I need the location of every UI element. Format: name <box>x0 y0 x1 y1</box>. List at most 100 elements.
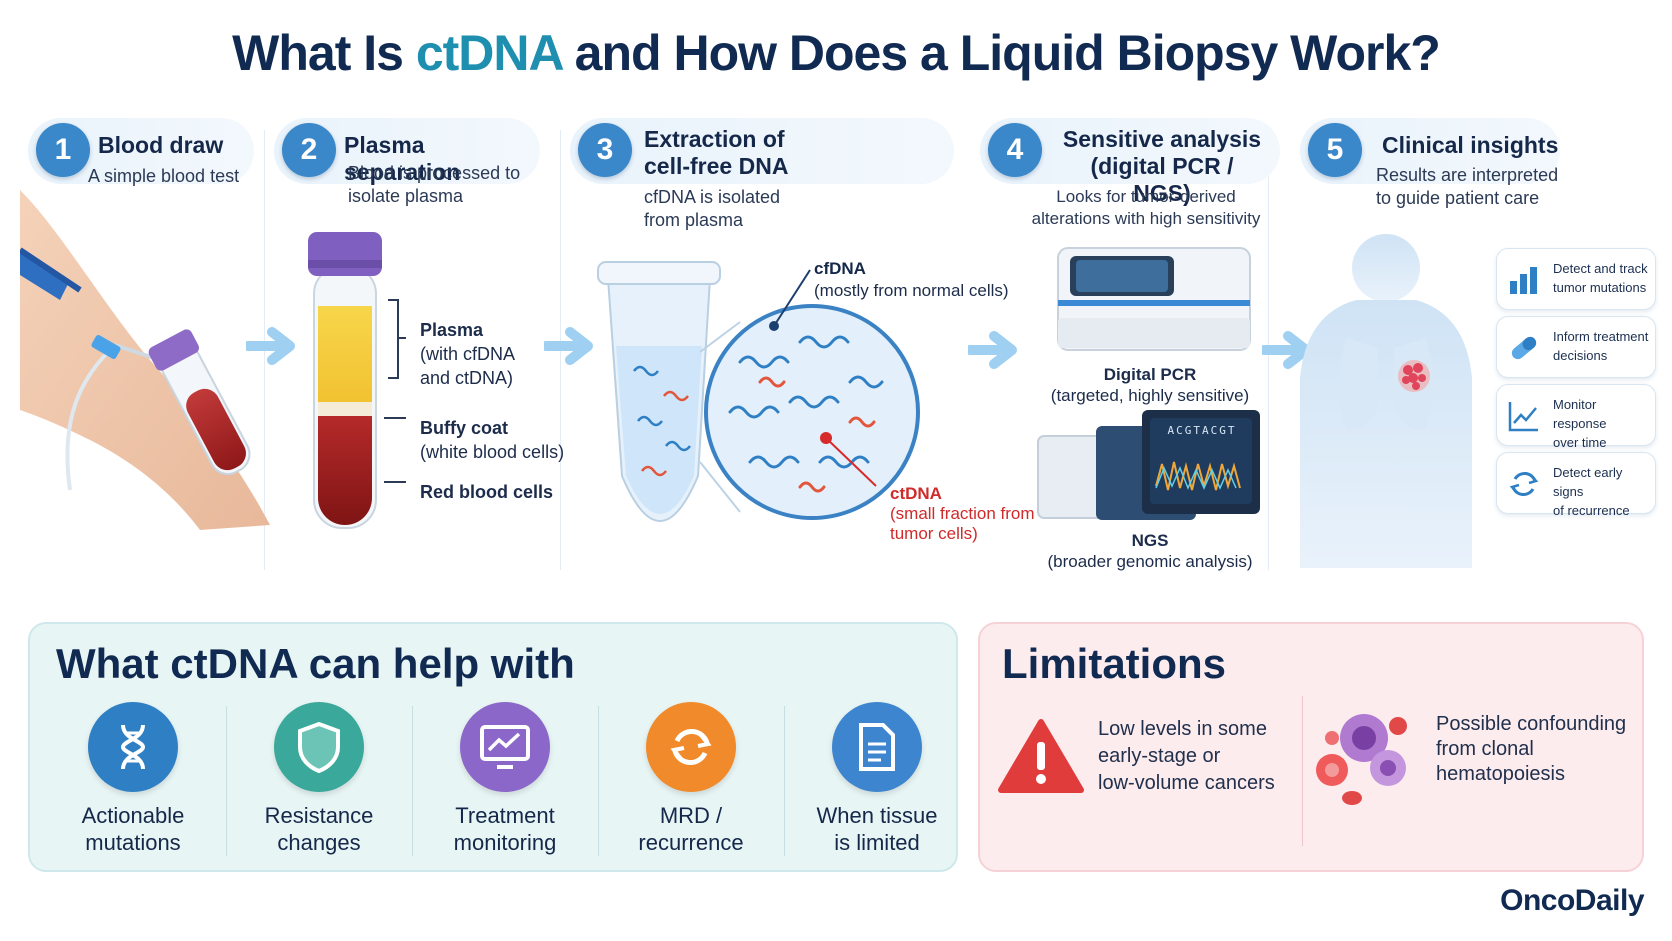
text-line: decisions <box>1553 348 1608 363</box>
step-number: 2 <box>282 123 336 177</box>
page-title: What Is ctDNA and How Does a Liquid Biop… <box>0 24 1672 82</box>
label-line: Resistance <box>264 803 374 828</box>
insight-card-monitor-response: Monitor response over time <box>1496 384 1656 450</box>
text-line: Inform treatment <box>1553 329 1649 344</box>
divider <box>784 706 785 856</box>
label-line: NGS <box>1131 531 1169 550</box>
title-part: What Is <box>232 25 416 81</box>
subtitle-line: Results are interpreted <box>1376 165 1559 185</box>
label-line: and ctDNA) <box>420 368 514 388</box>
cfdna-label: cfDNA (mostly from normal cells) <box>814 258 1009 302</box>
label-line: Plasma <box>420 320 484 340</box>
plasma-label: Plasma (with cfDNA and ctDNA) <box>420 318 515 390</box>
step-title: Sensitive analysis (digital PCR / NGS) <box>1062 126 1262 207</box>
text-line: Monitor response <box>1553 397 1607 431</box>
text-line: over time <box>1553 435 1607 450</box>
step-header: 1 Blood draw <box>28 118 254 184</box>
step-clinical-insights: 5 Clinical insights Results are interpre… <box>1300 118 1660 618</box>
monitor-chart-icon <box>460 702 550 792</box>
buffy-coat-label: Buffy coat (white blood cells) <box>420 416 564 464</box>
label-line: changes <box>277 830 361 855</box>
divider <box>412 706 413 856</box>
label-line: (with cfDNA <box>420 344 516 364</box>
label-line: (mostly from normal cells) <box>814 281 1009 300</box>
step-number: 3 <box>578 123 632 177</box>
title-line: cell-free DNA <box>644 153 789 179</box>
step-subtitle: Looks for tumor-derived alterations with… <box>1016 186 1276 230</box>
help-item-label: MRD /recurrence <box>606 802 776 856</box>
limitation-text: Low levels in some early-stage or low-vo… <box>1098 716 1275 797</box>
step-plasma-separation: 2 Plasma separation Blood is processed t… <box>274 118 550 618</box>
label-line: MRD / <box>659 803 723 828</box>
recurrence-cycle-icon <box>1509 472 1539 496</box>
ngs-label: NGS (broader genomic analysis) <box>1040 530 1260 572</box>
label-line: (small fraction from <box>890 504 1035 523</box>
subtitle-line: from plasma <box>644 210 744 230</box>
digital-pcr-machine-illustration <box>1057 247 1251 351</box>
label-line: Actionable <box>81 803 185 828</box>
limitations-panel: Limitations Low levels in some early-sta… <box>978 622 1644 872</box>
text-line: Low levels in some <box>1098 718 1267 740</box>
cfdna-magnified-circle <box>700 304 920 520</box>
ngs-sequencer-illustration <box>1037 410 1260 520</box>
title-line: Extraction of <box>644 126 785 152</box>
text-line: of recurrence <box>1553 503 1630 518</box>
subtitle-line: Blood is processed to <box>348 163 521 183</box>
sequence-text: ACGTACGT <box>1167 424 1237 437</box>
insight-card-detect-track: Detect and track tumor mutations <box>1496 248 1656 310</box>
human-body-illustration <box>1300 234 1472 568</box>
step-extraction: 3 Extraction of cell-free DNA cfDNA is i… <box>570 118 958 618</box>
text-line: Possible confounding <box>1436 713 1627 735</box>
text-line: hematopoiesis <box>1436 763 1565 785</box>
step-number: 5 <box>1308 123 1362 177</box>
label-line: When tissue <box>816 803 938 828</box>
text-line: tumor mutations <box>1553 280 1647 295</box>
insight-card-inform-treatment: Inform treatment decisions <box>1496 316 1656 378</box>
step-title: Blood draw <box>98 132 224 158</box>
subtitle-line: to guide patient care <box>1376 188 1540 208</box>
bar-chart-icon <box>1510 267 1537 294</box>
step-subtitle: cfDNA is isolated from plasma <box>644 186 780 232</box>
title-highlight: ctDNA <box>415 25 563 81</box>
title-line: (digital PCR / NGS) <box>1090 153 1234 206</box>
label-line: (broader genomic analysis) <box>1047 552 1253 571</box>
layer-bracket <box>384 299 406 483</box>
divider <box>1302 696 1303 846</box>
text-line: Detect and track <box>1553 261 1648 276</box>
warning-icon <box>998 719 1084 793</box>
label-line: cfDNA <box>814 259 866 278</box>
shield-icon <box>274 702 364 792</box>
step-header: 2 Plasma separation <box>274 118 540 185</box>
red-blood-cells-label: Red blood cells <box>420 482 554 502</box>
label-line: (white blood cells) <box>420 442 565 462</box>
divider <box>226 706 227 856</box>
arrow-right-icon <box>246 327 295 365</box>
step-title: Plasma separation <box>344 132 461 185</box>
document-icon <box>832 702 922 792</box>
arm-blood-draw-illustration <box>20 190 270 530</box>
text-line: low-volume cancers <box>1098 772 1275 794</box>
label-line: (targeted, highly sensitive) <box>1050 386 1250 405</box>
label-line: ctDNA <box>890 484 942 503</box>
title-line: Sensitive analysis <box>1062 126 1262 152</box>
arrow-right-icon <box>544 327 593 365</box>
subtitle-line: alterations with high sensitivity <box>1031 209 1261 228</box>
dna-icon <box>88 702 178 792</box>
title-part: and How Does a Liquid Biopsy Work? <box>561 25 1441 81</box>
divider <box>598 706 599 856</box>
step-header: 4 Sensitive analysis (digital PCR / NGS) <box>980 118 1280 206</box>
brand-logo: OncoDaily <box>1500 884 1644 917</box>
label-line: is limited <box>834 830 920 855</box>
step-header: 5 Clinical insights <box>1300 118 1560 184</box>
label-line: Buffy coat <box>420 418 509 438</box>
pill-icon <box>1511 336 1537 360</box>
